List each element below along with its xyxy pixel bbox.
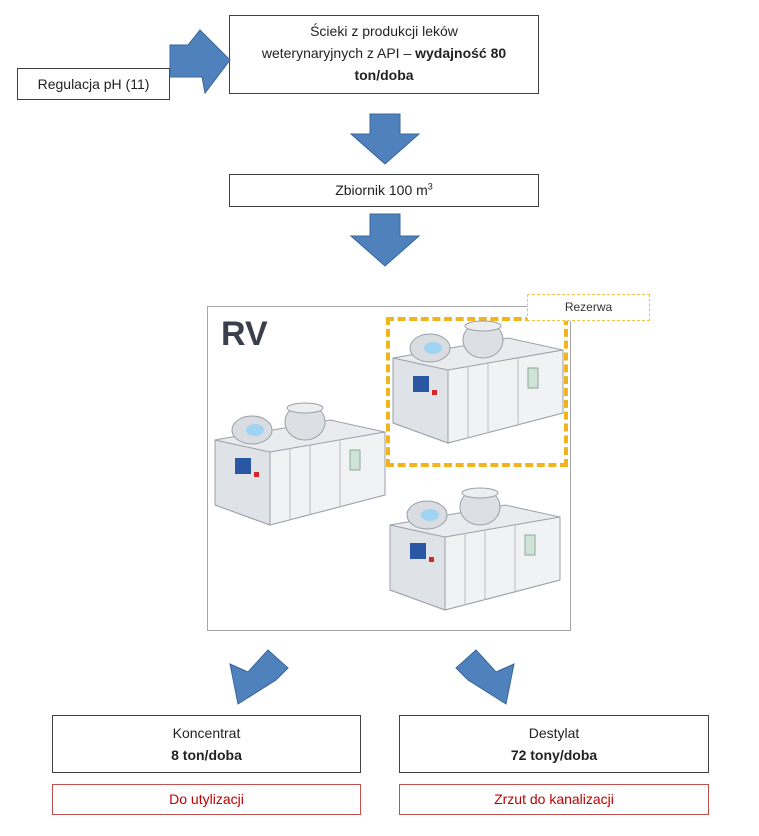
concentrate-box: Koncentrat 8 ton/doba: [52, 715, 361, 773]
reserve-label-box: Rezerwa: [527, 294, 650, 321]
distillate-amount: 72 tony/doba: [510, 747, 598, 763]
tank-superscript: 3: [427, 181, 433, 192]
evaporator-unit-right: [389, 487, 561, 611]
tank-box: Zbiornik 100 m3: [229, 174, 539, 207]
evaporator-unit-left: [214, 402, 386, 526]
concentrate-name: Koncentrat: [172, 725, 241, 741]
down-arrow-1: [349, 113, 421, 165]
down-arrow-2: [349, 213, 421, 267]
distillate-name: Destylat: [528, 725, 580, 741]
input-line-1: Ścieki z produkcji leków: [310, 23, 458, 39]
ph-regulation-label: Regulacja pH (11): [37, 76, 150, 92]
distillate-box: Destylat 72 tony/doba: [399, 715, 709, 773]
input-capacity: wydajność 80: [415, 45, 507, 61]
distillate-destination: Zrzut do kanalizacji: [494, 791, 614, 807]
input-line-2a: weterynaryjnych z API –: [261, 45, 416, 61]
input-capacity-unit: ton/doba: [354, 67, 414, 83]
reserve-frame: [386, 317, 568, 467]
evaporator-unit-reserve: [392, 320, 564, 444]
distillate-arrow: [455, 649, 515, 705]
tank-label: Zbiornik 100 m: [335, 182, 428, 198]
reserve-label: Rezerwa: [564, 300, 613, 314]
input-box: Ścieki z produkcji leków weterynaryjnych…: [229, 15, 539, 94]
concentrate-destination-box: Do utylizacji: [52, 784, 361, 815]
concentrate-amount: 8 ton/doba: [171, 747, 242, 763]
ph-arrow: [169, 29, 231, 95]
concentrate-destination: Do utylizacji: [169, 791, 244, 807]
distillate-destination-box: Zrzut do kanalizacji: [399, 784, 709, 815]
rv-label: RV: [221, 315, 268, 353]
ph-regulation-box: Regulacja pH (11): [17, 68, 170, 100]
concentrate-arrow: [229, 649, 289, 705]
input-line-2: weterynaryjnych z API – wydajność 80: [230, 42, 538, 64]
input-line-3: ton/doba: [230, 64, 538, 86]
